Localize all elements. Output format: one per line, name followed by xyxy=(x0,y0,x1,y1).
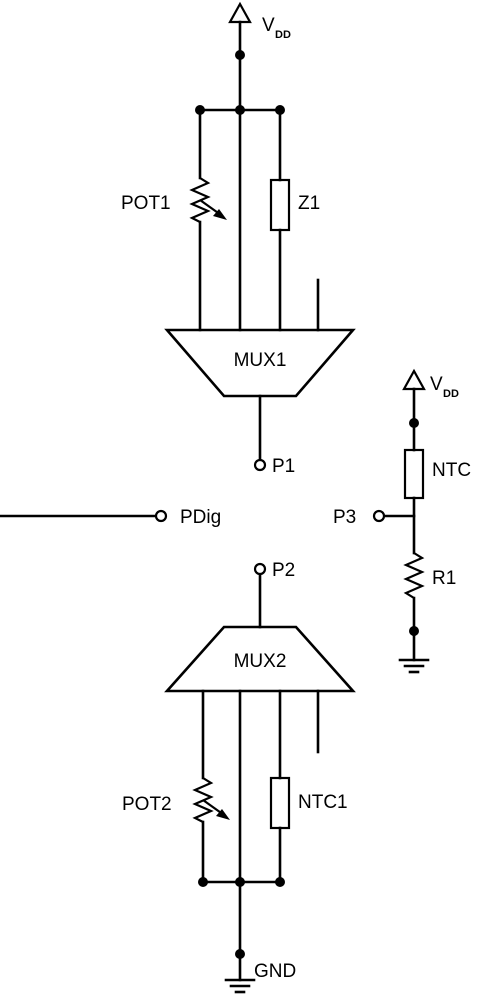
mux1-input-network: POT1 Z1 xyxy=(121,105,320,332)
p2-pin xyxy=(253,562,267,576)
ground-right-icon xyxy=(398,658,430,674)
p1-label: P1 xyxy=(272,456,295,477)
vdd-right-label-sub: DD xyxy=(443,388,459,400)
p2-label: P2 xyxy=(272,560,295,581)
ntc1-label: NTC1 xyxy=(298,792,348,813)
pdig-label: PDig xyxy=(180,507,221,528)
mux2-block: P2 MUX2 xyxy=(164,560,356,693)
ground-icon xyxy=(224,978,256,994)
mux1-label: MUX1 xyxy=(234,350,287,371)
vdd-top-label-sub: DD xyxy=(275,29,291,41)
r1-resistor-icon xyxy=(403,552,425,599)
pot2-label: POT2 xyxy=(122,794,172,815)
ntc-divider: V DD NTC P3 R1 xyxy=(333,368,471,674)
pot1-label: POT1 xyxy=(121,193,171,214)
vdd-top-supply: V DD xyxy=(228,1,291,112)
ntc-label: NTC xyxy=(432,460,471,481)
gnd-label: GND xyxy=(254,961,296,982)
ntc1-component-icon xyxy=(269,776,291,830)
r1-ground-junction xyxy=(409,626,419,636)
mux2-label: MUX2 xyxy=(234,651,287,672)
ntc-component-icon xyxy=(403,448,425,500)
mux1-block: MUX1 P1 xyxy=(164,328,356,477)
vdd-right-junction xyxy=(409,418,419,428)
mux2-trapezoid xyxy=(164,625,356,693)
vdd-right-label: V xyxy=(430,374,443,395)
vdd-top-label: V xyxy=(262,15,275,36)
gnd-supply: GND xyxy=(224,880,296,994)
p1-pin xyxy=(253,458,267,472)
pdig-line: PDig xyxy=(0,507,221,528)
z1-component-icon xyxy=(269,178,291,232)
p3-label: P3 xyxy=(333,507,356,528)
vdd-top-arrow-icon xyxy=(228,1,252,24)
mux1-trapezoid xyxy=(164,328,356,398)
gnd-junction xyxy=(235,949,245,959)
vdd-top-junction xyxy=(235,50,245,60)
pdig-pin xyxy=(154,509,168,523)
r1-label: R1 xyxy=(432,568,456,589)
p3-pin xyxy=(372,509,386,523)
vdd-right-arrow-icon xyxy=(402,368,426,391)
z1-label: Z1 xyxy=(298,193,320,214)
mux2-input-network: POT2 NTC1 xyxy=(122,689,348,887)
